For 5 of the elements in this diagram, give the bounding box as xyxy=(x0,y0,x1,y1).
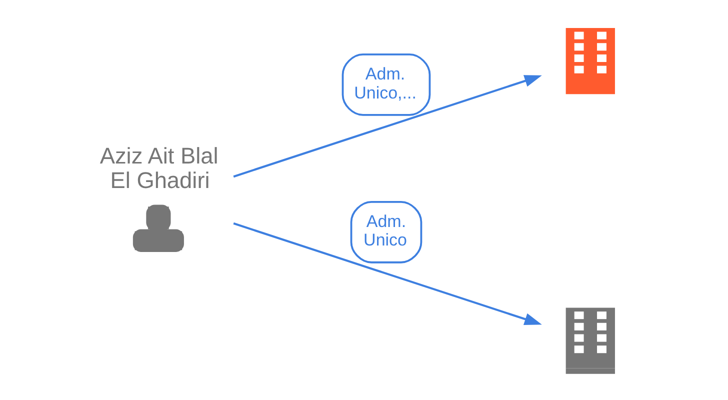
arrow xyxy=(232,75,542,178)
arrow xyxy=(232,222,542,325)
edge-label: Adm. Unico xyxy=(363,212,407,250)
node-label: Aziz Ait Blal El Ghadiri xyxy=(99,142,218,193)
edge-label: Adm. Unico,... xyxy=(354,64,416,102)
